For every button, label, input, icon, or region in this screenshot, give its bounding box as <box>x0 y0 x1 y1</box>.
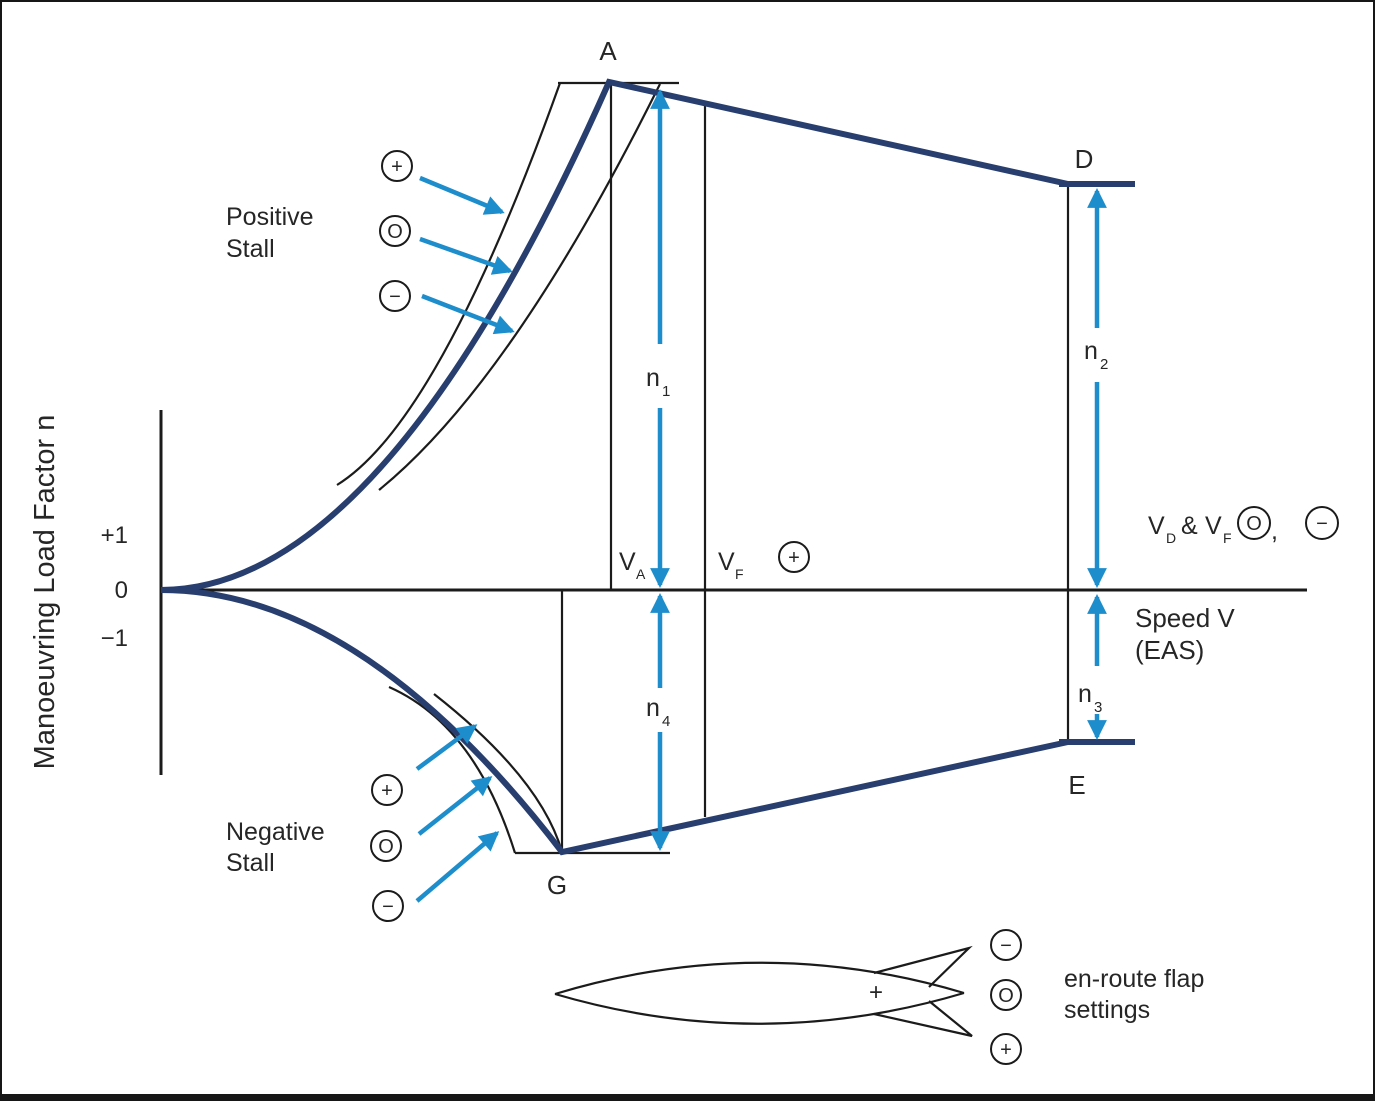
note-ampersand: & <box>1181 512 1198 540</box>
airfoil-figure: + − O + <box>554 929 1022 1065</box>
airfoil-hinge-plus: + <box>869 979 883 1006</box>
n2-label: n <box>1084 337 1098 365</box>
tick-plus-one: +1 <box>101 522 128 549</box>
note-minus-glyph: − <box>1316 513 1328 535</box>
positive-stall-label-line1: Positive <box>226 203 314 231</box>
note-minus-icon <box>1305 506 1339 540</box>
note-v2-sub: F <box>1223 530 1232 546</box>
positive-stall-curve-plus-flap <box>336 82 562 486</box>
note-v2: V <box>1205 512 1222 540</box>
airfoil-minus-glyph: − <box>1000 935 1012 957</box>
x-axis-label-line2: (EAS) <box>1135 635 1204 665</box>
note-v1: V <box>1148 512 1165 540</box>
airfoil-flap-down <box>873 1000 973 1038</box>
n4-label: n <box>646 694 660 722</box>
positive-plus-glyph: + <box>391 156 403 178</box>
flap-legend-line1: en-route flap <box>1064 965 1204 993</box>
airfoil-upper-surface <box>554 961 965 996</box>
n2-sub: 2 <box>1100 356 1108 373</box>
airfoil-o-glyph: O <box>998 985 1014 1007</box>
y-axis-title: Manoeuvring Load Factor n <box>29 415 61 770</box>
negative-o-pointer-arrow <box>417 776 493 836</box>
va-sub: A <box>636 566 646 582</box>
airfoil-lower-surface <box>554 991 965 1025</box>
positive-minus-pointer-arrow <box>421 293 515 335</box>
negative-o-icon <box>370 830 402 862</box>
negative-plus-pointer-arrow <box>415 724 478 771</box>
negative-stall-curve-plus-flap <box>388 685 517 854</box>
airfoil-flap-up <box>873 945 973 988</box>
note-comma: , <box>1271 517 1278 545</box>
n3-label: n <box>1078 680 1092 708</box>
negative-minus-glyph: − <box>382 896 394 918</box>
airfoil-plus-glyph: + <box>1000 1039 1012 1061</box>
airfoil-minus-icon <box>990 929 1022 961</box>
x-axis-label-line1: Speed V <box>1135 603 1235 633</box>
vf-plus-glyph: + <box>788 547 800 569</box>
negative-minus-pointer-arrow <box>415 831 500 903</box>
positive-plus-icon <box>381 150 413 182</box>
airfoil-o-icon <box>990 979 1022 1011</box>
point-g-label: G <box>547 870 567 900</box>
positive-stall-label-line2: Stall <box>226 235 275 263</box>
tick-minus-one: −1 <box>101 625 128 652</box>
positive-minus-glyph: − <box>389 286 401 308</box>
n4-sub: 4 <box>662 713 670 730</box>
negative-stall-label-line1: Negative <box>226 818 325 846</box>
point-e-label: E <box>1068 770 1085 800</box>
negative-envelope-curve <box>160 587 1069 856</box>
n1-sub: 1 <box>662 383 670 400</box>
positive-envelope-curve <box>160 78 1069 593</box>
positive-stall-curve-minus-flap <box>378 83 661 491</box>
n3-sub: 3 <box>1094 699 1102 716</box>
positive-o-icon <box>379 215 411 247</box>
note-o-glyph: O <box>1246 513 1262 535</box>
negative-stall-label-line2: Stall <box>226 849 275 877</box>
note-v1-sub: D <box>1166 530 1176 546</box>
negative-o-glyph: O <box>378 836 394 858</box>
tick-zero: 0 <box>115 577 128 604</box>
negative-stall-curve-minus-flap <box>433 693 564 853</box>
va-label: V <box>619 548 636 576</box>
negative-plus-glyph: + <box>381 780 393 802</box>
vf-plus-icon <box>778 541 810 573</box>
negative-minus-icon <box>372 890 404 922</box>
vf-sub: F <box>735 566 744 582</box>
vf-label: V <box>718 548 735 576</box>
negative-plus-icon <box>371 774 403 806</box>
positive-o-pointer-arrow <box>419 236 513 275</box>
n1-label: n <box>646 364 660 392</box>
airfoil-plus-icon <box>990 1033 1022 1065</box>
positive-o-glyph: O <box>387 221 403 243</box>
flap-legend-line2: settings <box>1064 996 1150 1024</box>
positive-minus-icon <box>379 280 411 312</box>
point-d-label: D <box>1075 144 1094 174</box>
positive-plus-pointer-arrow <box>419 175 505 215</box>
point-a-label: A <box>599 36 617 66</box>
note-o-icon <box>1237 506 1271 540</box>
